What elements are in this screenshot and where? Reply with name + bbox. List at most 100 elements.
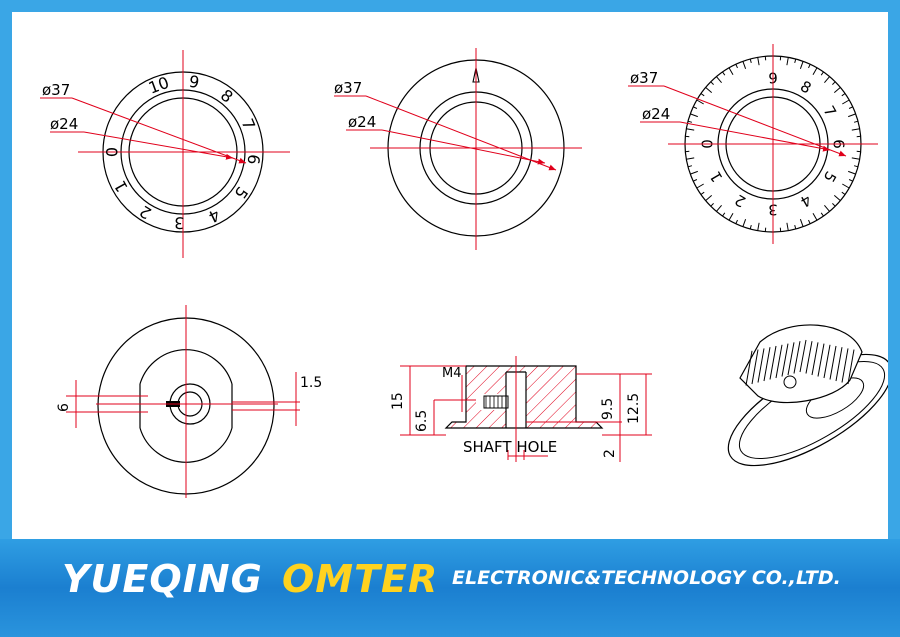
knurl-tick: [710, 203, 714, 207]
knurl-tick: [799, 61, 804, 69]
company-name-part-2: OMTER: [282, 557, 439, 601]
view-2-pointer-knob: ø37 ø24: [334, 48, 582, 250]
knurl-tick: [728, 213, 734, 221]
knurl-tick: [808, 63, 811, 69]
dimension-6-5: 6.5: [414, 410, 430, 432]
knurl-tick: [742, 61, 747, 69]
dimension-1-5: 1.5: [300, 375, 322, 391]
knurl-line: [841, 348, 849, 383]
knurl-tick: [728, 67, 734, 75]
knurl-line: [787, 342, 795, 376]
knurl-tick: [848, 179, 854, 182]
knurl-tick: [722, 212, 726, 217]
dial-number-7: 7: [238, 116, 259, 133]
knurl-tick: [735, 219, 738, 225]
knurl-tick: [705, 195, 713, 201]
dimension-6: 6: [56, 403, 72, 412]
knurl-tick: [833, 195, 841, 201]
dial-number-5: 5: [230, 183, 251, 202]
knurl-tick-ring: [685, 56, 861, 232]
knurl-tick: [820, 212, 824, 217]
knurl-tick: [833, 87, 841, 93]
dimension-9-5: 9.5: [600, 398, 616, 420]
knurl-tick: [686, 157, 695, 160]
knurl-tick: [812, 213, 818, 221]
knurl-line: [799, 339, 807, 373]
dial-number-0: 0: [103, 147, 122, 157]
knurl-line: [775, 344, 783, 379]
knurl-tick: [853, 120, 859, 123]
inner-diameter-label: ø24: [348, 113, 376, 131]
knurl-tick: [824, 204, 830, 212]
knurl-tick: [851, 157, 860, 160]
knurl-tick: [692, 179, 698, 182]
thread-label-m4: M4: [442, 366, 462, 381]
knurl-tick: [842, 99, 850, 105]
knurl-line: [745, 350, 753, 386]
knurl-line: [781, 343, 789, 377]
knurl-tick: [742, 219, 747, 227]
knurl-tick: [692, 106, 698, 109]
dial-number-1: 1: [706, 168, 726, 185]
inner-diameter-label: ø24: [50, 115, 78, 133]
dial-number-6: 6: [244, 153, 264, 165]
knurl-line: [823, 344, 831, 379]
dial-number-2: 2: [732, 191, 749, 211]
knurl-tick: [786, 222, 789, 231]
dial-number-9: 9: [188, 72, 201, 92]
dial-number-8: 8: [797, 77, 814, 97]
dial-number-5: 5: [820, 168, 840, 185]
knurl-tick: [749, 224, 752, 230]
knurl-line: [829, 345, 837, 380]
dial-number-10: 10: [146, 73, 172, 98]
isometric-3d-view: [727, 324, 888, 467]
knurl-tick: [690, 113, 698, 118]
knurl-line: [751, 349, 759, 385]
knurl-tick: [687, 120, 693, 123]
dial-number-3: 3: [174, 213, 185, 233]
inner-diameter-label: ø24: [642, 105, 670, 123]
knurl-tick: [687, 165, 693, 168]
knurl-tick: [794, 224, 797, 230]
knurl-tick: [716, 204, 722, 212]
knurl-tick: [686, 128, 695, 131]
company-banner: YUEQING OMTER ELECTRONIC&TECHNOLOGY CO.,…: [0, 539, 900, 637]
knurl-line: [763, 347, 771, 382]
knurl-tick: [700, 191, 705, 195]
knurl-tick: [749, 58, 752, 64]
knurl-tick: [824, 76, 830, 84]
dial-number-7: 7: [820, 103, 840, 120]
knurl-line: [847, 349, 855, 385]
knurl-tick: [786, 57, 789, 66]
knurl-tick: [696, 99, 704, 105]
knurl-tick: [848, 170, 856, 175]
knurl-tick: [716, 76, 722, 84]
dimension-15: 15: [390, 392, 406, 410]
knurl-tick: [735, 63, 738, 69]
knurl-tick: [799, 219, 804, 227]
knurl-tick: [848, 106, 854, 109]
knurl-tick: [841, 93, 846, 97]
knurl-tick: [700, 93, 705, 97]
dial-number-4: 4: [797, 191, 814, 211]
knurl-tick: [808, 219, 811, 225]
dial-number-2: 2: [136, 201, 155, 223]
shaft-hole-label: SHAFT HOLE: [463, 438, 557, 456]
dial-number-8: 8: [217, 85, 237, 106]
company-name-part-1: YUEQING: [62, 557, 263, 601]
knurl-tick: [710, 81, 714, 85]
knurl-tick: [705, 87, 713, 93]
knurl-tick: [848, 113, 856, 118]
company-name-part-3: ELECTRONIC&TECHNOLOGY CO.,LTD.: [452, 567, 841, 589]
knurl-tick: [841, 191, 846, 195]
knurl-line: [769, 345, 777, 380]
knurl-tick: [690, 170, 698, 175]
dial-number-1: 1: [110, 177, 132, 195]
knurl-line: [793, 341, 801, 374]
knurl-tick: [696, 183, 704, 189]
dial-number-4: 4: [205, 205, 222, 227]
